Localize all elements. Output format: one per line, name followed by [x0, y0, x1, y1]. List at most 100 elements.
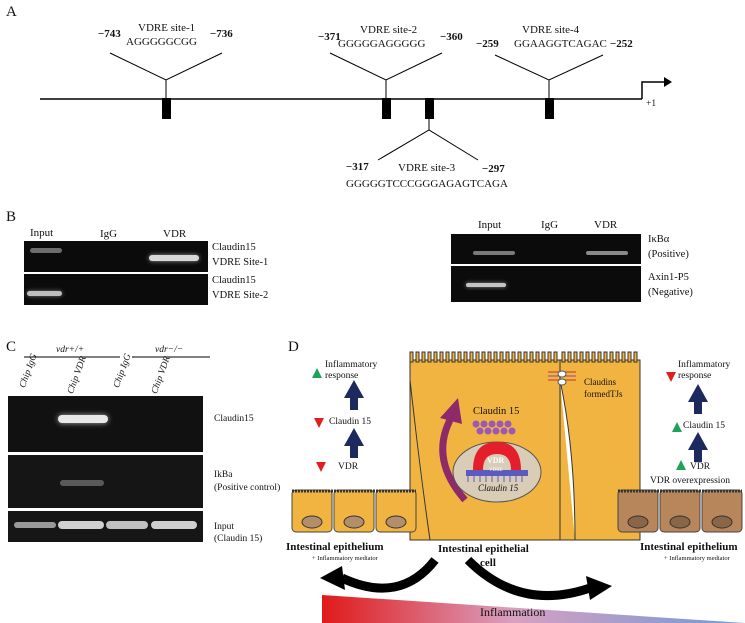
d-left-vdr: VDR: [338, 462, 359, 472]
c-row3-l2: (Claudin 15): [214, 534, 263, 544]
b-right-row2-l1: Axin1-P5: [648, 272, 689, 283]
d-left-response: Inflammatory response: [325, 360, 378, 381]
c-band-input-4: [151, 521, 197, 529]
b-left-col-input: Input: [30, 227, 54, 239]
d-right-overexpression: VDR overexpression: [650, 476, 730, 486]
c-row1-l1: Claudin15: [214, 414, 254, 424]
c-lane-4: Chip VDR: [150, 355, 173, 396]
site3-end: −297: [482, 163, 505, 175]
panel-b-label: B: [6, 209, 17, 225]
panel-a-label: A: [6, 4, 17, 20]
d-right-tissue-title: Intestinal epithelium: [640, 541, 738, 553]
c-lane-3: Chip IgG: [112, 352, 134, 390]
d-tj-label-2: formedTJs: [584, 389, 623, 399]
c-band-input-1: [14, 522, 56, 528]
claudin-dots: [472, 420, 516, 435]
d-right-vdr: VDR: [690, 462, 711, 472]
vdre-site-4-box: [545, 98, 554, 119]
right-vdr-up-icon: [676, 460, 686, 470]
b-left-band-input-1: [30, 248, 62, 253]
site3-seq: GGGGGTCCCGGGAGAGTCAGA: [346, 178, 508, 190]
b-right-row1-l2: (Positive): [648, 249, 689, 260]
site1-name: VDRE site-1: [138, 22, 196, 34]
c-band-claudin15-vdr: [58, 415, 108, 423]
vdre-site-2-box: [382, 98, 391, 119]
c-lane-2: Chip VDR: [66, 355, 89, 396]
purple-export-arrow: [439, 418, 468, 503]
d-nucleus-gene: Claudin 15: [478, 483, 519, 493]
left-response-up-icon: [312, 368, 322, 378]
c-gel-2: [8, 455, 203, 508]
site1-seq: AGGGGGCGG: [126, 36, 197, 48]
b-right-band-input-1: [473, 251, 515, 255]
right-response-down-icon: [666, 372, 676, 382]
site2-seq: GGGGGAGGGGG: [338, 38, 426, 50]
d-right-tissue-sub: + Inflammatory mediator: [664, 555, 730, 562]
site3-name: VDRE site-3: [398, 162, 456, 174]
b-right-band-input-2: [466, 283, 506, 287]
c-gel-1: [8, 396, 203, 452]
right-tissue: [617, 489, 743, 533]
microvilli: [409, 351, 638, 363]
site4-seq: GGAAGGTCAGAC: [514, 38, 607, 50]
b-left-col-igg: IgG: [100, 228, 118, 240]
b-left-row2-l1: Claudin15: [212, 275, 256, 286]
d-right-response: Inflammatory response: [678, 360, 731, 381]
site2-name: VDRE site-2: [360, 24, 418, 36]
b-right-col-igg: IgG: [541, 219, 559, 231]
tight-junction: [548, 370, 576, 386]
left-vdr-down-icon: [316, 462, 326, 472]
d-cell-caption-2: cell: [480, 557, 496, 569]
b-left-row1-l1: Claudin15: [212, 242, 256, 253]
b-left-gel-1: [24, 241, 208, 272]
c-row2-l2: (Positive control): [214, 483, 281, 493]
b-left-band-vdr-1: [149, 255, 199, 261]
site4-name: VDRE site-4: [522, 24, 580, 36]
d-left-tissue-title: Intestinal epithelium: [286, 541, 384, 553]
site1-end: −736: [210, 28, 233, 40]
right-claudin-up-icon: [672, 422, 682, 432]
c-row3-l1: Input: [214, 522, 235, 532]
c-gel-3: [8, 511, 203, 542]
d-nucleus-vdre: VDRE: [489, 468, 503, 473]
b-left-gel-2: [24, 274, 208, 305]
c-group-ko: vdr−/−: [155, 345, 184, 355]
b-right-col-vdr: VDR: [594, 219, 618, 231]
left-curved-arrow: [340, 557, 439, 593]
site4-end: −252: [610, 38, 633, 50]
b-left-row1-l2: VDRE Site-1: [212, 257, 269, 268]
d-tj-label-1: Claudins: [584, 377, 617, 387]
d-inflammation-label: Inflammation: [480, 605, 546, 619]
tss-label: +1: [646, 99, 657, 109]
b-right-row2-l2: (Negative): [648, 287, 693, 298]
d-left-claudin: Claudin 15: [329, 417, 371, 427]
tss-arrow: [641, 81, 664, 99]
c-band-input-3: [106, 521, 148, 529]
site4-start: −259: [476, 38, 499, 50]
b-left-band-input-2: [27, 291, 62, 296]
site2-start: −371: [318, 31, 341, 43]
panel-c-label: C: [6, 339, 17, 355]
site1-start: −743: [98, 28, 121, 40]
c-band-input-2: [58, 521, 104, 529]
c-lane-1: Chip IgG: [18, 352, 40, 390]
site2-end: −360: [440, 31, 463, 43]
left-claudin-down-icon: [314, 418, 324, 428]
d-left-tissue-sub: + Inflammatory mediator: [312, 555, 378, 562]
vdre-site-1-box: [162, 98, 171, 119]
site3-start: −317: [346, 161, 369, 173]
b-right-col-input: Input: [478, 219, 502, 231]
d-nucleus-vdr: VDR: [487, 456, 505, 465]
left-tissue: [291, 489, 417, 533]
panel-d-label: D: [288, 339, 299, 355]
b-right-gel-2: [451, 266, 641, 302]
vdre-site-3-box: [425, 98, 434, 119]
d-right-claudin: Claudin 15: [683, 421, 725, 431]
epithelial-cell: [409, 359, 641, 541]
b-left-row2-l2: VDRE Site-2: [212, 290, 269, 301]
b-right-band-vdr-1: [586, 251, 628, 255]
b-right-gel-1: [451, 234, 641, 264]
d-cell-caption-1: Intestinal epithelial: [438, 543, 529, 555]
c-row2-l1: IkBa: [214, 470, 233, 480]
b-left-col-vdr: VDR: [163, 228, 187, 240]
